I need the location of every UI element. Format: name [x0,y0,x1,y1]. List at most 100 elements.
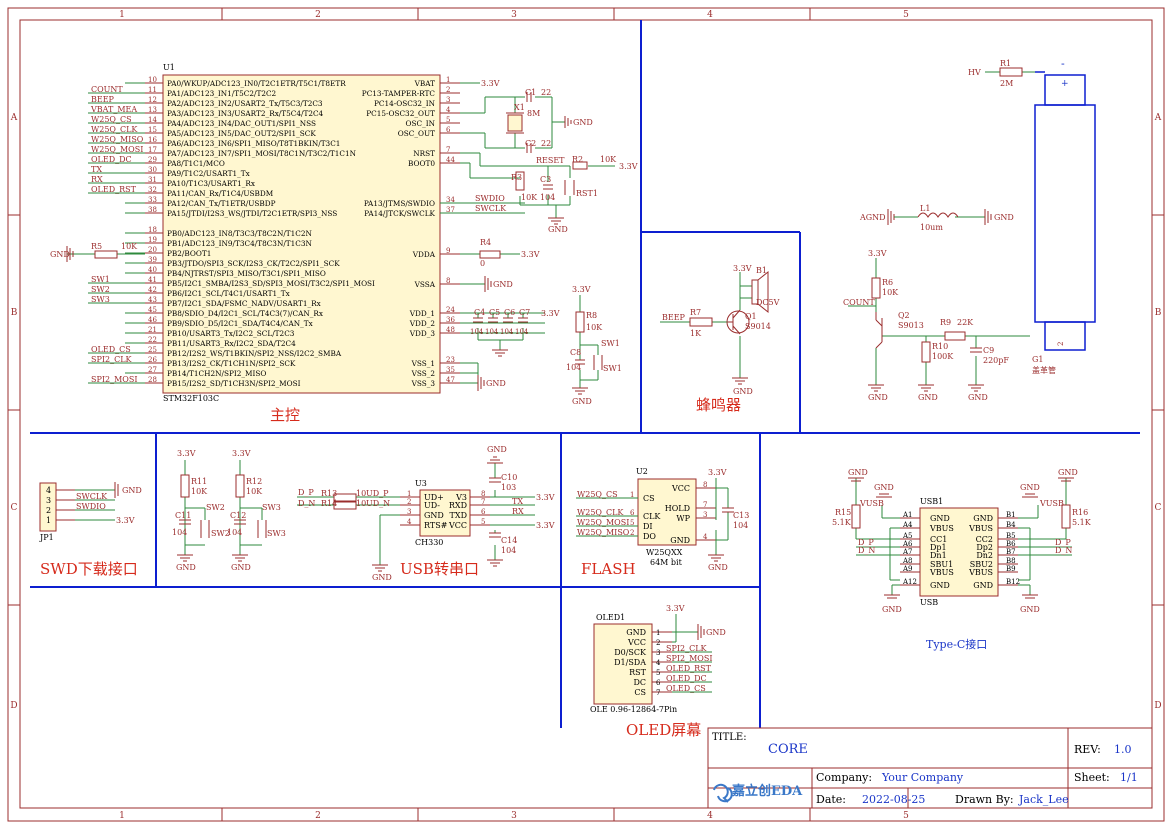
ground-symbol [487,559,503,567]
mcu-pin-number: 43 [148,296,157,304]
gnd-label: GND [493,280,513,289]
col-label: 1 [119,811,125,821]
mcu-pin-name: OSC_IN [406,119,436,128]
mcu-pin-number: 26 [148,356,157,364]
res-r12-value: 10K [246,487,263,496]
vbat-supply-label: 3.3V [481,79,500,88]
usb1-pin-number: B1 [1006,511,1016,519]
gnd-label: GND [868,393,888,402]
ground-symbol [484,276,492,292]
mcu-pin-name: VSS_3 [411,379,436,388]
w25q-body [637,478,697,546]
mcu-pin-name: VSSA [414,280,436,289]
net-beep: BEEP [662,313,686,322]
row-label: B [1155,308,1162,318]
usb1-pin-number: A9 [902,565,913,573]
flash-pin-number: 7 [703,501,707,509]
cap-c5-ref: C5 [489,308,500,317]
sheet-title: CORE [768,742,808,757]
res-r13 [333,493,357,502]
drawn-label: Drawn By: [955,793,1014,806]
mcu-pin-name: NRST [413,149,435,158]
usb1-pin-number: A5 [902,532,913,540]
net-label: W25Q_CS [577,490,618,499]
gnd-label: GND [994,213,1014,222]
net-d-n: D_N [298,499,315,508]
ch330-pin-number: 8 [481,490,485,498]
inductor-l1 [917,212,959,218]
res-r3-value: 10K [521,193,538,202]
w25q-ref: U2 [636,467,648,476]
net-label: SW3 [91,295,110,304]
mcu-pin-number: 32 [148,186,157,194]
mcu-pin-number: 3 [446,96,450,104]
usb1-pin-name: VBUS [929,568,954,577]
tube-value: 盖革管 [1032,365,1056,375]
cap-c9-value: 220pF [983,356,1009,365]
gnd-label: GND [50,250,70,259]
mcu-pin-name: PA6/ADC123_IN6/SPI1_MISO/T8T1BKIN/T3C1 [167,139,340,148]
col-label: 3 [511,10,517,20]
mcu-support: 3.3V X1 8M C1 22 C2 22 GND RESET R2 10K … [50,79,638,406]
mcu-pin-name: PB6/I2C1_SCL/T4C1/USART1_Tx [167,289,291,298]
transistor-q1-value: S9014 [745,322,771,331]
net-label: SPI2_MOSI [666,654,713,663]
res-r13-value: 10 [356,489,366,498]
mcu-pin-number: 23 [446,356,455,364]
cap-c3-value: 104 [540,193,555,202]
mcu-pin-name: PB15/I2S2_SD/T1CH3N/SPI2_MOSI [167,379,301,388]
col-label: 2 [315,10,321,20]
net-count: COUNT [843,298,875,307]
mcu-pin-name: PC14-OSC32_IN [374,99,436,108]
w25q-part: W25QXX [646,548,683,557]
cap-c12-value: 104 [227,528,242,537]
mcu-body [162,74,441,394]
ch330-pin-name: RXD [449,501,467,510]
net-label: W25Q_CLK [91,125,138,134]
switch-sw2-ref: SW2 [206,503,225,512]
cap-c2-value: 22 [541,139,551,148]
mcu-pin-name: PA3/ADC123_IN3/USART2_Rx/T5C4/T2C4 [167,109,324,118]
mcu-pin-name: PB13/I2S2_CK/T1CH1N/SPI2_SCK [167,359,296,368]
flash-pin-number: 5 [630,519,634,527]
mcu-pin-number: 13 [148,106,157,114]
mcu-pin-name: PA4/ADC123_IN4/DAC_OUT1/SPI1_NSS [167,119,316,128]
reset-net: RESET [536,156,565,165]
mcu-pin-name: PA9/T1C2/USART1_Tx [167,169,251,178]
oled-pin-name: VCC [627,638,646,647]
mcu-pin-number: 9 [446,247,450,255]
gnd-label: GND [918,393,938,402]
ch330-pin-name: VCC [448,521,467,530]
usb1-pin-name: VBUS [968,524,993,533]
res-r5 [94,250,118,259]
res-r7 [689,317,713,327]
mcu-pin-name: PB5/I2C1_SMBA/I2S3_SD/SPI3_MOSI/T3C2/SPI… [167,279,375,288]
cap-c7-ref: C7 [519,308,530,317]
transistor-q1-ref: Q1 [745,312,757,321]
mcu-pin-number: 1 [446,76,450,84]
ch330-pin-name: UD- [424,501,440,510]
mcu-pin-number: 22 [148,336,157,344]
usb1-pin-number: A8 [902,557,913,565]
section-title-typec: Type-C接口 [926,638,987,651]
net-label: SW1 [91,275,110,284]
usb1-pin-number: B4 [1006,521,1016,529]
res-r14-ref: R14 [321,499,337,508]
gnd-label: GND [733,387,753,396]
mcu-pin-number: 47 [446,376,455,384]
mcu-part: STM32F103C [163,394,219,403]
gnd-label: GND [176,563,196,572]
col-label: 2 [315,811,321,821]
gnd-label: GND [874,483,894,492]
mcu-pin-number: 29 [148,156,157,164]
mcu-pin-name: PA12/CAN_Tx/T1ETR/USBDP [167,199,276,208]
res-r8-ref: R8 [586,311,597,320]
title-block: TITLE: CORE REV: 1.0 Company: Your Compa… [707,727,1153,809]
net-label: VBAT_MEA [90,105,137,114]
res-r14 [333,501,357,510]
cap-c12-ref: C12 [230,511,246,520]
flash-pin-number: 1 [630,491,634,499]
cap-c6-ref: C6 [504,308,515,317]
cap-c2-ref: C2 [525,139,536,148]
